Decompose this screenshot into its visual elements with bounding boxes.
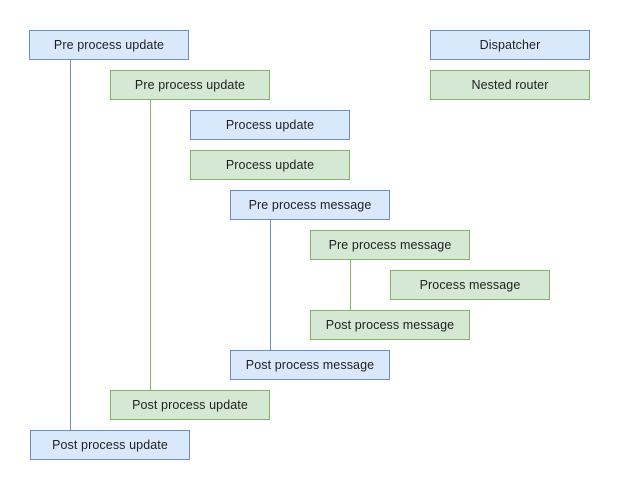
node-pre-process-message-dispatcher[interactable]: Pre process message bbox=[230, 190, 390, 220]
node-label: Dispatcher bbox=[479, 37, 541, 52]
connector-message-router bbox=[350, 260, 351, 310]
node-label: Process update bbox=[225, 157, 315, 172]
node-label: Post process message bbox=[245, 357, 375, 372]
connector-update-router bbox=[150, 100, 151, 390]
node-process-update-dispatcher[interactable]: Process update bbox=[190, 110, 350, 140]
legend-item-legend-dispatcher[interactable]: Dispatcher bbox=[430, 30, 590, 60]
node-label: Pre process update bbox=[134, 77, 246, 92]
node-label: Post process update bbox=[52, 437, 168, 452]
node-label: Post process message bbox=[325, 317, 455, 332]
node-label: Nested router bbox=[471, 77, 549, 92]
node-pre-process-message-router[interactable]: Pre process message bbox=[310, 230, 470, 260]
node-label: Post process update bbox=[132, 397, 248, 412]
node-pre-process-update-router[interactable]: Pre process update bbox=[110, 70, 270, 100]
node-post-process-update-router[interactable]: Post process update bbox=[110, 390, 270, 420]
node-process-update-router[interactable]: Process update bbox=[190, 150, 350, 180]
node-label: Process message bbox=[419, 277, 521, 292]
node-label: Pre process message bbox=[328, 237, 452, 252]
node-post-process-message-router[interactable]: Post process message bbox=[310, 310, 470, 340]
node-label: Process update bbox=[225, 117, 315, 132]
node-label: Pre process update bbox=[53, 37, 165, 52]
node-pre-process-update-dispatcher[interactable]: Pre process update bbox=[29, 30, 189, 60]
legend-item-legend-nested-router[interactable]: Nested router bbox=[430, 70, 590, 100]
connector-update-dispatcher bbox=[70, 60, 71, 430]
node-post-process-update-dispatcher[interactable]: Post process update bbox=[30, 430, 190, 460]
connector-message-dispatcher bbox=[270, 220, 271, 350]
node-post-process-message-dispatcher[interactable]: Post process message bbox=[230, 350, 390, 380]
node-label: Pre process message bbox=[248, 197, 372, 212]
node-process-message-router[interactable]: Process message bbox=[390, 270, 550, 300]
